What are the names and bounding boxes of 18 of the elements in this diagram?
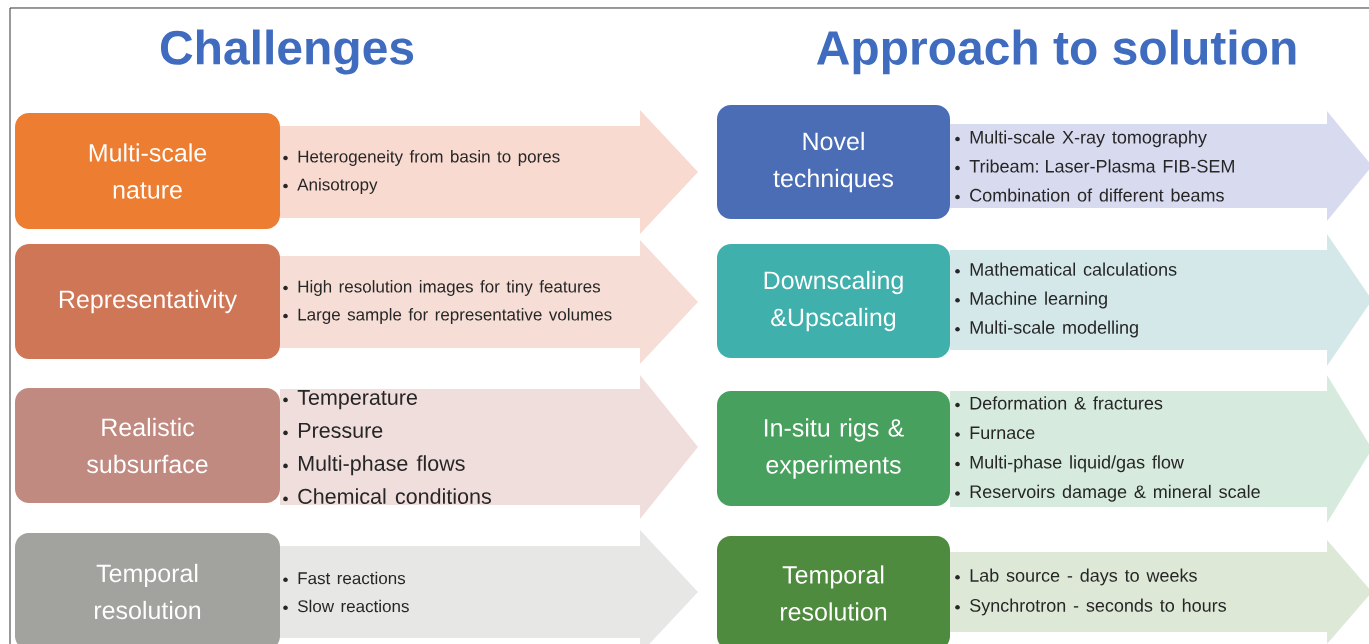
column-heading: Approach to solution	[816, 29, 1296, 75]
rounded-box: Representativity	[15, 244, 280, 359]
arrow-band: Mathematical calculations Machine learning Multi-scale modelling	[950, 234, 1369, 366]
rounded-box: Downscaling &Upscaling	[717, 244, 950, 358]
arrow-band: Lab source - days to weeks Synchrotron - seconds to hours	[950, 540, 1369, 644]
rounded-box: Multi-scale nature	[15, 113, 280, 229]
arrow-band: Temperature Pressure Multi-phase flows Chemical conditions	[280, 375, 698, 519]
arrow-band: Multi-scale X-ray tomography Tribeam: Laser-Plasma FIB-SEM Combination of different beams	[950, 111, 1369, 221]
column-heading: Challenges	[160, 29, 414, 75]
arrow-band: Heterogeneity from basin to pores Anisotropy	[280, 110, 698, 234]
rounded-box: Temporal resolution	[717, 536, 950, 644]
rounded-box: Novel techniques	[717, 105, 950, 219]
arrow-band: High resolution images for tiny features Large sample for representative volumes	[280, 240, 698, 364]
rounded-box: Temporal resolution	[15, 533, 280, 644]
arrow-band: Fast reactions Slow reactions	[280, 530, 698, 644]
rounded-box: In-situ rigs & experiments	[717, 391, 950, 506]
rounded-box: Realistic subsurface	[15, 388, 280, 503]
arrow-band: Deformation & fractures Furnace Multi-phase liquid/gas flow Reservoirs damage & mineral scale	[950, 375, 1369, 523]
